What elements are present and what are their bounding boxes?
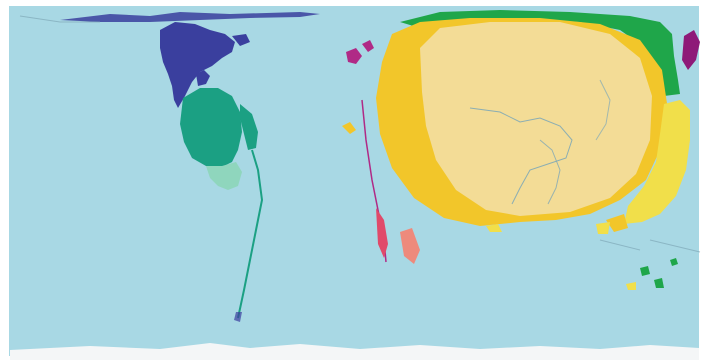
europe-region — [342, 40, 374, 134]
asia-region — [376, 10, 680, 226]
arctic-strip — [60, 12, 320, 22]
africa-region — [361, 99, 420, 264]
oceania-region — [486, 224, 678, 290]
pacific-outlines — [19, 15, 701, 253]
japan-region — [682, 30, 700, 70]
north-america-region — [160, 22, 250, 108]
south-america-region — [180, 88, 264, 322]
east-asia-region — [596, 100, 690, 234]
antarctica-region — [10, 343, 699, 360]
